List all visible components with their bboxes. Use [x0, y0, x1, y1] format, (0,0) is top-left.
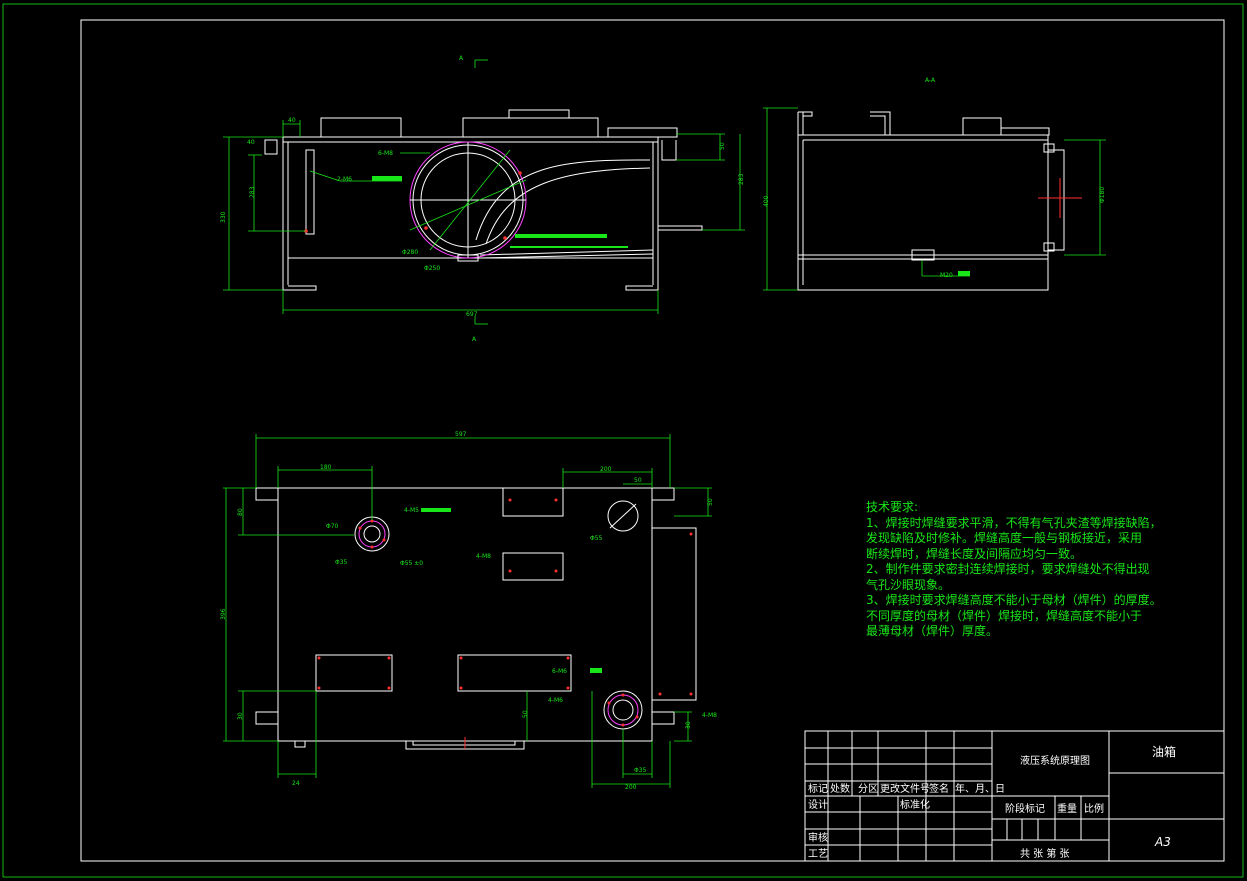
tb-label-count: 处数	[830, 782, 850, 795]
side-view: A-A 400 Φ180 M20	[763, 77, 1106, 291]
tb-label-date: 年、月、日	[955, 782, 1005, 795]
tb-label-zone: 分区	[858, 783, 878, 795]
dim-plan-hole-a: Φ70	[326, 523, 339, 530]
tb-drawing-name: 液压系统原理图	[1020, 754, 1090, 767]
title-block: 标记 处数 分区 更改文件号 签名 年、月、日 设计 标准化 审核 工艺 液压系…	[804, 730, 1225, 862]
requirement-line: 2、制作件要求密封连续焊接时，要求焊缝处不得出现	[866, 562, 1150, 576]
inner-frame	[80, 19, 1225, 862]
dim-front-right-b: 283	[738, 173, 745, 185]
dim-side-height: 400	[763, 195, 770, 207]
dim-front-inner: 283	[249, 186, 256, 198]
dim-front-left-small: 40	[247, 139, 255, 146]
technical-requirements: 技术要求: 1、焊接时焊缝要求平滑，不得有气孔夹渣等焊接缺陷， 发现缺陷及时修补…	[866, 500, 1196, 640]
side-view-label: A-A	[925, 77, 936, 84]
tb-label-change: 更改文件号	[880, 782, 930, 795]
requirement-line: 不同厚度的母材（焊件）焊接时，焊缝高度不能小于	[866, 608, 1143, 623]
tb-review: 审核	[808, 831, 828, 844]
dim-side-flange: Φ180	[1099, 187, 1106, 203]
tb-process: 工艺	[808, 848, 828, 860]
tb-sheets: 共 张 第 张	[1020, 847, 1070, 860]
requirement-line: 1、焊接时焊缝要求平滑，不得有气孔夹渣等焊接缺陷，	[866, 515, 1162, 530]
dim-plan-hole-c: Φ55	[590, 535, 603, 542]
dim-plan-bolt-a: 4-M5	[404, 507, 419, 514]
outer-border	[2, 3, 1244, 878]
dim-plan-bolt-e: 4-M8	[702, 712, 717, 719]
requirement-line: 最薄母材（焊件）厚度。	[866, 624, 999, 638]
requirement-line: 3、焊接时要求焊缝高度不能小于母材（焊件）的厚度。	[866, 593, 1162, 607]
dim-side-drain: M20	[940, 272, 953, 279]
dim-plan-top-left: 80	[237, 508, 244, 516]
tb-stage-mark: 阶段标记	[1005, 802, 1045, 815]
dim-front-bolts: 6-M8	[378, 150, 393, 157]
tb-standardization: 标准化	[900, 798, 930, 811]
dim-plan-bottom-left: 30	[237, 712, 244, 720]
dim-plan-right-small: 50	[634, 477, 642, 484]
tb-part-name: 油箱	[1152, 744, 1176, 759]
tb-design: 设计	[808, 798, 828, 811]
dim-plan-height: 396	[220, 608, 227, 620]
dim-plan-right-offset: 200	[600, 466, 612, 473]
dim-plan-bottom-mid: 50	[522, 710, 529, 718]
dim-front-circle-a: Φ280	[402, 249, 418, 256]
front-view: A A 697 330 283 40 40 50 283 Φ280 Φ250 6…	[220, 55, 745, 343]
dim-plan-bolt-d: 4-M6	[548, 697, 563, 704]
dim-plan-left-offset: 180	[320, 464, 332, 471]
dim-plan-width: 597	[455, 431, 467, 438]
requirement-line: 气孔沙眼现象。	[866, 577, 951, 592]
dim-plan-bolt-b: 4-M8	[476, 553, 491, 560]
tb-weight: 重量	[1057, 802, 1077, 815]
plan-view: 597 396 180 200 50 80 50 30 50 30 200 24…	[220, 431, 717, 791]
requirement-line: 断续焊时，焊缝长度及间隔应均匀一致。	[866, 546, 1083, 561]
tb-sheet-size: A3	[1154, 835, 1171, 849]
tb-label-sign: 签名	[929, 782, 949, 795]
tb-label-mark: 标记	[808, 783, 828, 795]
dim-front-top-left: 40	[288, 117, 296, 124]
section-a-top: A	[459, 55, 464, 62]
dim-plan-bottom-small: 24	[292, 780, 300, 787]
dim-front-height: 330	[220, 211, 227, 223]
dim-plan-top-right: 50	[707, 498, 714, 506]
dim-front-bolts2: 2-M6	[337, 176, 352, 183]
tb-scale: 比例	[1084, 802, 1104, 815]
dim-plan-bolt-c: 6-M6	[552, 668, 567, 675]
dim-front-width: 697	[466, 311, 478, 318]
dim-plan-pcd: Φ55 ±0	[400, 560, 423, 567]
dim-plan-bottom-right: 30	[685, 721, 692, 729]
dim-plan-bottom-right2: 200	[625, 784, 637, 791]
dim-front-right-a: 50	[719, 142, 726, 150]
requirement-line: 发现缺陷及时修补。焊缝高度一般与钢板接近，采用	[866, 531, 1143, 545]
dim-plan-hole-b: Φ35	[335, 559, 348, 566]
dim-front-circle-b: Φ250	[424, 265, 440, 272]
section-a-bottom: A	[472, 336, 477, 343]
requirements-title: 技术要求:	[866, 500, 919, 514]
dim-plan-hole-d: Φ35	[634, 767, 647, 774]
